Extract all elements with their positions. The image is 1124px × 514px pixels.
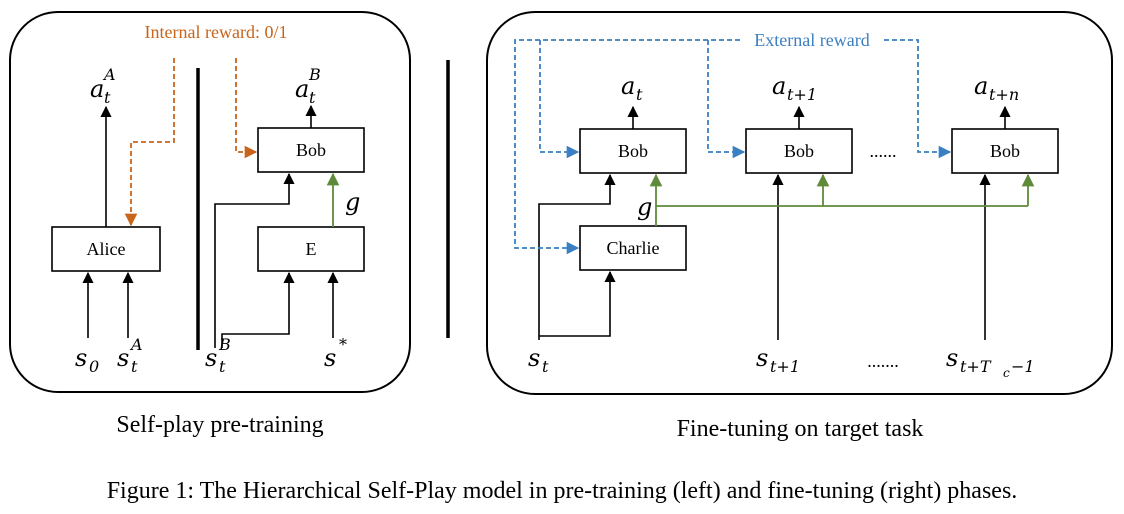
bob-label-2: Bob	[784, 141, 814, 161]
svg-text:t: t	[219, 357, 226, 376]
st-to-bob1-arrow	[538, 173, 616, 340]
svg-text:a: a	[90, 75, 104, 103]
svg-text:c: c	[1003, 366, 1010, 380]
s0-label: s 0	[75, 344, 99, 376]
bob-label-1: Bob	[618, 141, 648, 161]
action-label-t1: a t+1	[772, 72, 817, 104]
goal-label-left: g	[345, 188, 360, 216]
internal-reward-to-bob	[235, 58, 258, 159]
sB-label: s t B	[205, 335, 231, 376]
figure-caption: Figure 1: The Hierarchical Self-Play mod…	[107, 478, 1018, 504]
bob-box-3	[951, 128, 1059, 174]
svg-text:a: a	[974, 72, 988, 100]
bob-box-left	[257, 127, 365, 173]
state-label-t1: s t+1	[756, 344, 800, 376]
svg-text:a: a	[772, 72, 786, 100]
svg-text:A: A	[102, 65, 116, 84]
svg-text:t: t	[636, 85, 643, 104]
svg-text:s: s	[117, 344, 129, 372]
svg-text:0: 0	[89, 357, 99, 376]
external-reward-to-bob2	[707, 40, 746, 159]
e-box	[257, 226, 365, 272]
left-panel-frame	[9, 11, 411, 393]
svg-text:t: t	[542, 357, 549, 376]
state-label-tTc: s t+T c −1	[946, 344, 1035, 380]
right-panel-caption: Fine-tuning on target task	[677, 416, 924, 442]
sstar-label: s *	[324, 335, 347, 372]
bob-box-2	[745, 128, 853, 174]
svg-text:t+T: t+T	[960, 357, 992, 376]
action-label-t: a t	[621, 72, 643, 104]
bob-action-label-left: a t B	[295, 65, 321, 107]
svg-text:t: t	[131, 357, 138, 376]
alice-action-label: a t A	[90, 65, 116, 107]
external-reward-label: External reward	[754, 30, 869, 50]
svg-text:s: s	[205, 344, 217, 372]
svg-text:s: s	[946, 344, 958, 372]
svg-text:t: t	[309, 88, 316, 107]
svg-text:t: t	[104, 88, 111, 107]
goal-label-right: g	[637, 193, 652, 221]
alice-label: Alice	[87, 239, 126, 259]
charlie-label: Charlie	[607, 238, 660, 258]
sB-to-e-arrow	[221, 271, 295, 348]
e-label: E	[306, 239, 317, 259]
external-reward-to-bob3	[884, 39, 952, 159]
charlie-box	[579, 225, 687, 271]
st-to-charlie-arrow	[539, 270, 616, 337]
sA-label: s t A	[117, 335, 143, 376]
external-reward-to-charlie	[514, 39, 740, 255]
svg-text:t+n: t+n	[989, 85, 1019, 104]
svg-text:s: s	[324, 344, 336, 372]
bob-box-1	[579, 128, 687, 174]
sB-to-bob-arrow	[214, 172, 295, 348]
svg-text:*: *	[339, 335, 347, 354]
svg-text:a: a	[295, 75, 309, 103]
right-panel-frame	[486, 11, 1113, 395]
svg-text:B: B	[218, 335, 231, 354]
bob-label-3: Bob	[990, 141, 1020, 161]
svg-text:−1: −1	[1011, 357, 1035, 376]
state-label-t: s t	[528, 344, 549, 376]
left-panel-caption: Self-play pre-training	[116, 412, 323, 438]
bob-label-left: Bob	[296, 140, 326, 160]
internal-reward-label: Internal reward: 0/1	[145, 22, 288, 42]
svg-text:B: B	[308, 65, 321, 84]
svg-text:s: s	[75, 344, 87, 372]
action-label-tn: a t+n	[974, 72, 1019, 104]
svg-text:A: A	[129, 335, 143, 354]
svg-text:s: s	[528, 344, 540, 372]
svg-text:a: a	[621, 72, 635, 100]
svg-text:t+1: t+1	[787, 85, 817, 104]
state-sequence-ellipsis: .......	[867, 351, 899, 371]
bob-sequence-ellipsis: ......	[870, 141, 897, 161]
external-reward-to-bob1	[539, 40, 580, 159]
alice-box	[51, 226, 161, 272]
internal-reward-to-alice	[124, 58, 175, 227]
svg-text:t+1: t+1	[770, 357, 800, 376]
svg-text:s: s	[756, 344, 768, 372]
